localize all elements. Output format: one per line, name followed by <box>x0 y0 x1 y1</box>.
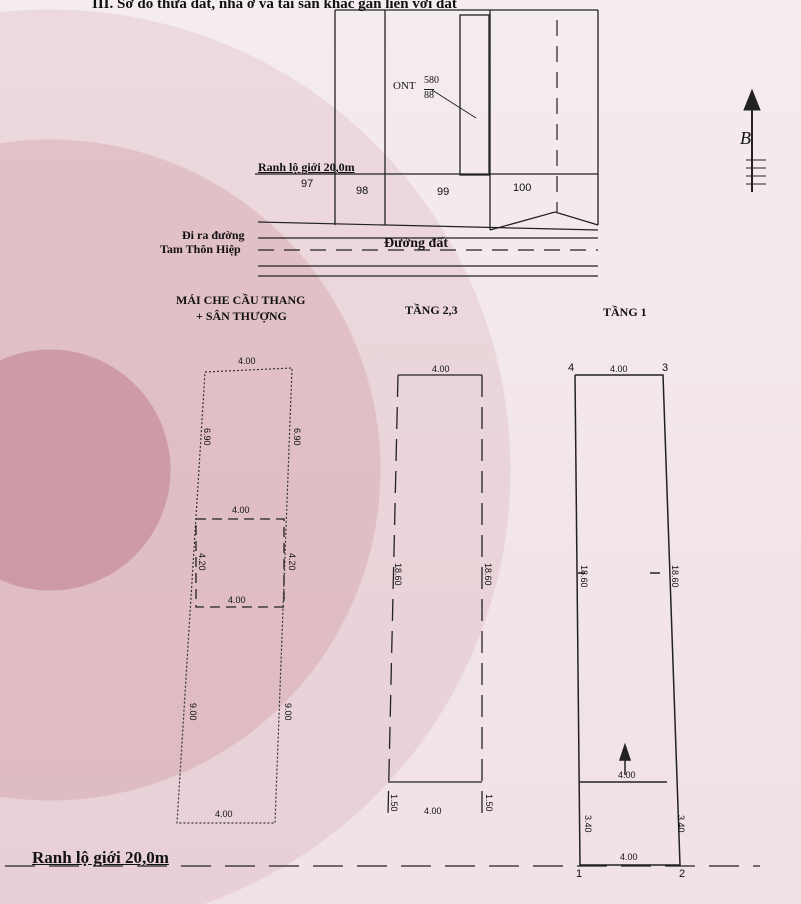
roof-dim-inner-left: 4.20 <box>197 553 207 571</box>
floor23-title: TẦNG 2,3 <box>405 303 458 317</box>
road-label: Đường đất <box>384 236 448 251</box>
roof-title-line1: MÁI CHE CẦU THANG <box>176 293 306 307</box>
floor1-dim-left-low: 3.40 <box>583 815 593 833</box>
section-title: III. Sơ đồ thửa đất, nhà ở và tài sản kh… <box>92 0 457 12</box>
floor1-dim-right-low: 3.40 <box>676 815 686 833</box>
lot-97: 97 <box>301 178 314 190</box>
boundary-label-top: Ranh lộ giới 20,0m <box>258 160 355 174</box>
floor23-dim-right: 18.60 <box>483 563 493 586</box>
roof-dim-right-upper: 6.90 <box>292 428 302 446</box>
north-letter: B <box>740 128 751 148</box>
roof-dim-right-lower: 9.00 <box>283 703 293 721</box>
floor23-dim-top: 4.00 <box>432 364 450 374</box>
north-arrow <box>743 88 766 192</box>
roof-dim-left-upper: 6.90 <box>202 428 212 446</box>
floor23-dim-offset-left: 1.50 <box>389 794 399 812</box>
corner-3: 3 <box>662 362 669 374</box>
floor1-dim-right: 18.60 <box>670 565 680 588</box>
floor1-dim-bottom: 4.00 <box>620 852 638 862</box>
floor23-dim-left: 18.60 <box>393 563 403 586</box>
exit-road-line1: Đi ra đường <box>182 228 245 242</box>
roof-dim-inner-top: 4.00 <box>232 505 250 515</box>
floor1-title: TẦNG 1 <box>603 305 647 319</box>
roof-dim-top: 4.00 <box>238 356 256 366</box>
parcel-ont-outline <box>459 14 490 176</box>
floor23-dim-offset-right: 1.50 <box>484 794 494 812</box>
floor1-dim-inner: 4.00 <box>618 770 636 780</box>
roof-dim-left-lower: 9.00 <box>188 703 198 721</box>
roof-dim-bottom: 4.00 <box>215 809 233 819</box>
parcel-number-top: 580 <box>424 75 439 86</box>
corner-4: 4 <box>568 362 575 374</box>
floor1-dim-left: 18.60 <box>579 565 589 588</box>
parcel-code: ONT <box>393 80 416 92</box>
floor-1-plan <box>574 374 681 866</box>
lot-98: 98 <box>356 185 369 197</box>
roof-dim-inner-bottom: 4.00 <box>228 595 246 605</box>
exit-road-line2: Tam Thôn Hiệp <box>160 242 241 256</box>
stair-cover-outline <box>195 518 285 608</box>
roof-title-line2: + SÂN THƯỢNG <box>196 309 287 323</box>
floor1-dim-top: 4.00 <box>610 364 628 374</box>
lot-99: 99 <box>437 186 450 198</box>
boundary-label-bottom: Ranh lộ giới 20,0m <box>32 848 169 867</box>
floor-2-3-plan <box>388 374 482 783</box>
parcel-number-bottom: 88 <box>424 89 434 101</box>
lot-100: 100 <box>513 182 532 194</box>
roof-dim-inner-right: 4.20 <box>287 553 297 571</box>
corner-1: 1 <box>576 868 583 880</box>
floor23-dim-bottom: 4.00 <box>424 806 442 816</box>
corner-2: 2 <box>679 868 686 880</box>
